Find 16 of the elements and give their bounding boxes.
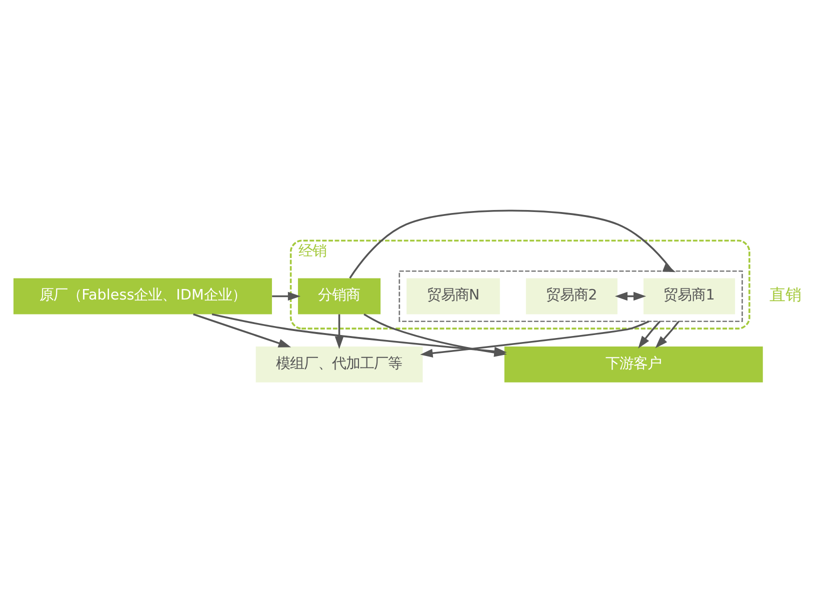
node-box: 贸易商2 [526, 278, 618, 314]
arrow [272, 291, 300, 300]
node-box: 分销商 [298, 278, 381, 314]
node-box: 贸易商N [406, 278, 500, 314]
cluster [398, 270, 743, 322]
node-box: 原厂（Fabless企业、IDM企业） [13, 278, 272, 314]
arrow [334, 314, 344, 348]
node-box: 贸易商1 [644, 278, 736, 314]
arrow [638, 320, 661, 348]
arrow [614, 291, 646, 300]
node-box: 下游客户 [504, 346, 763, 382]
arrow [655, 320, 680, 348]
label: 直销 [769, 284, 802, 304]
arrow [349, 209, 676, 278]
node-box: 模组厂、代加工厂等 [256, 346, 423, 382]
arrow [193, 312, 292, 347]
